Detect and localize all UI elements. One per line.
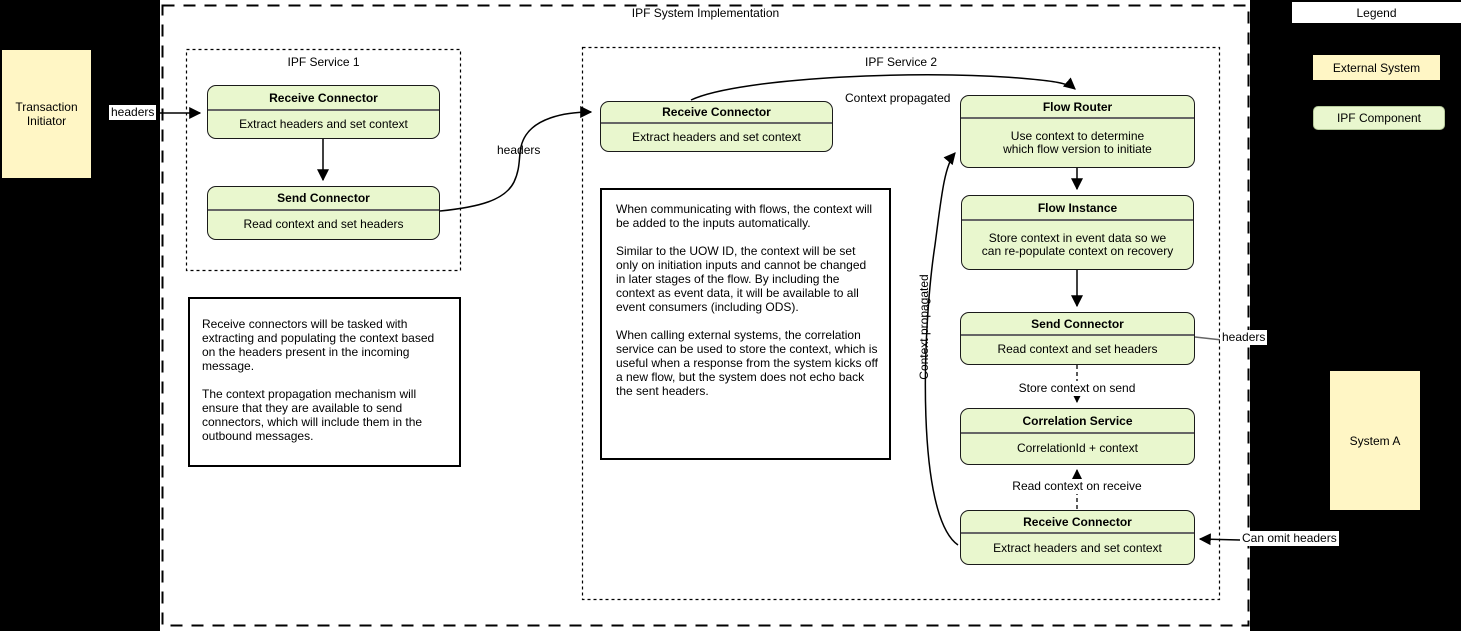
service2-receive-connector-external-body: Extract headers and set context (993, 541, 1162, 556)
correlation-service-title: Correlation Service (961, 409, 1194, 434)
flow-instance-body: Store context in event data so we can re… (981, 230, 1174, 258)
service2-receive-connector: Receive Connector Extract headers and se… (600, 101, 833, 152)
system-boundary-border (161, 4, 1250, 627)
label-headers-out: headers (1220, 330, 1268, 345)
service2-send-connector-title: Send Connector (961, 313, 1194, 336)
service2-title: IPF Service 2 (864, 55, 938, 69)
legend-panel: Legend (1292, 2, 1461, 23)
note-flows-context: When communicating with flows, the conte… (600, 188, 891, 460)
legend-title: Legend (1356, 5, 1397, 20)
label-can-omit-headers: Can omit headers (1240, 531, 1339, 546)
line-send-connector-to-headers-label (1194, 336, 1223, 341)
service1-send-connector-title: Send Connector (208, 187, 439, 211)
transaction-initiator-box: Transaction Initiator (2, 50, 91, 178)
label-headers-in: headers (109, 105, 157, 120)
system-a-box: System A (1330, 371, 1420, 510)
flow-router-title: Flow Router (961, 96, 1194, 119)
legend-ipf-component: IPF Component (1313, 106, 1445, 130)
service1-border (185, 48, 462, 272)
label-context-propagated-side: Context propagated (917, 274, 931, 380)
correlation-service-body: CorrelationId + context (1016, 441, 1139, 456)
service1-title: IPF Service 1 (287, 55, 360, 69)
diagram-title: IPF System Implementation (631, 6, 780, 20)
flow-instance-title: Flow Instance (962, 196, 1193, 221)
service2-send-connector: Send Connector Read context and set head… (960, 312, 1195, 365)
arrow-service1-to-service2-headers (439, 106, 593, 212)
flow-router: Flow Router Use context to determine whi… (960, 95, 1195, 168)
note-receive-connectors: Receive connectors will be tasked with e… (188, 297, 461, 467)
service1-receive-connector-title: Receive Connector (208, 86, 439, 111)
label-store-context-on-send: Store context on send (1005, 381, 1149, 396)
flow-router-body: Use context to determine which flow vers… (1003, 128, 1152, 156)
arrow-context-propagated-side (924, 152, 959, 546)
service1-send-connector: Send Connector Read context and set head… (207, 186, 440, 240)
service2-receive-connector-body: Extract headers and set context (632, 129, 801, 144)
service2-receive-connector-external: Receive Connector Extract headers and se… (960, 510, 1195, 565)
label-context-propagated-top: Context propagated (845, 91, 951, 105)
service2-receive-connector-title: Receive Connector (601, 102, 832, 124)
legend-external-system: External System (1313, 55, 1440, 80)
arrow-can-omit-headers (1198, 533, 1241, 546)
service2-send-connector-body: Read context and set headers (997, 342, 1158, 357)
label-headers-between: headers (497, 143, 541, 157)
label-read-context-on-receive: Read context on receive (1005, 479, 1149, 494)
service2-receive-connector-external-title: Receive Connector (961, 511, 1194, 534)
correlation-service: Correlation Service CorrelationId + cont… (960, 408, 1195, 465)
service2-border (581, 46, 1221, 601)
service1-receive-connector-body: Extract headers and set context (239, 116, 408, 131)
arrow-context-propagated-to-flow-router (690, 74, 1076, 101)
service1-send-connector-body: Read context and set headers (243, 217, 404, 232)
flow-instance: Flow Instance Store context in event dat… (961, 195, 1194, 270)
service1-receive-connector: Receive Connector Extract headers and se… (207, 85, 440, 139)
